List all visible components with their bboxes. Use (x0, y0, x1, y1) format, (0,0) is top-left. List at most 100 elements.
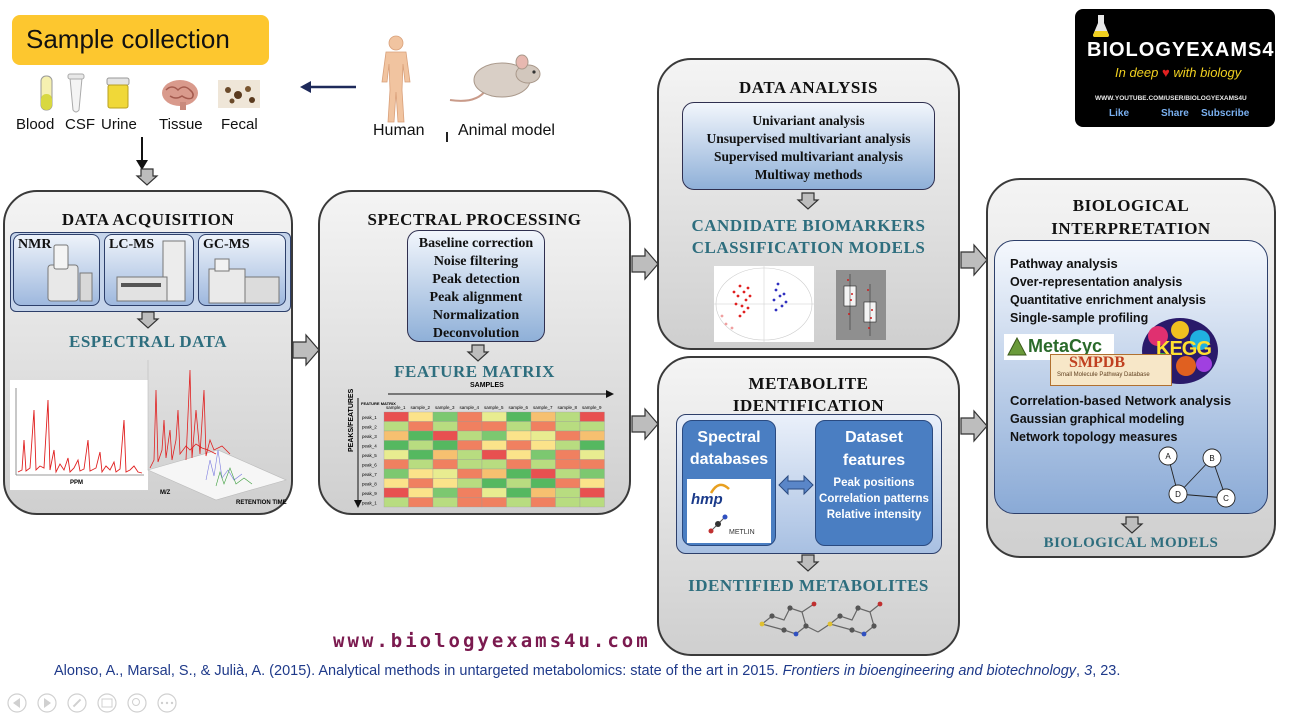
instrument-lcms: LC-MS (104, 234, 194, 306)
matrix-column-header: sample_2 (411, 405, 431, 410)
matrix-cell (408, 430, 434, 441)
spectral-databases-label-1: Spectral (697, 429, 761, 446)
source-animal-model: Animal model (458, 122, 555, 139)
matrix-cell (555, 411, 581, 422)
matrix-cell (555, 497, 581, 508)
brand-share[interactable]: Share (1161, 108, 1189, 119)
ppm-axis-label: PPM (70, 480, 84, 486)
matrix-cell (579, 421, 605, 432)
matrix-cell (383, 421, 409, 432)
feature-correlation-patterns: Correlation patterns (819, 493, 929, 505)
slides-view-button (97, 693, 117, 713)
matrix-cell (579, 411, 605, 422)
processing-steps-box: Baseline correction Noise filtering Peak… (407, 230, 545, 342)
pen-tool-button (67, 693, 87, 713)
matrix-cell (408, 478, 434, 489)
biological-interpretation-title-2: INTERPRETATION (1051, 219, 1211, 238)
matrix-cell (530, 478, 556, 489)
matrix-cell (457, 440, 483, 451)
data-acquisition-title: DATA ACQUISITION (61, 210, 235, 229)
website-url[interactable]: www.biologyexams4u.com (333, 630, 651, 652)
matrix-cell (579, 478, 605, 489)
matrix-column-header: sample_6 (509, 405, 529, 410)
matrix-cell (506, 497, 532, 508)
feature-matrix-samples-label: SAMPLES (470, 382, 504, 389)
brand-subscribe[interactable]: Subscribe (1201, 108, 1250, 119)
spectral-databases-label-2: databases (689, 451, 769, 468)
more-options-button (157, 693, 177, 713)
human-figure-icon (381, 35, 411, 123)
brand-like[interactable]: Like (1109, 108, 1130, 119)
matrix-cell (383, 440, 409, 451)
block-arrow-right-icon (292, 333, 320, 367)
matrix-cell (579, 430, 605, 441)
dataset-features-label-2: features (842, 452, 906, 469)
matrix-row-header: peak_8 (362, 482, 377, 487)
flask-icon (1093, 15, 1109, 37)
down-arrow-icon (136, 160, 148, 170)
matrix-cell (481, 459, 507, 470)
matrix-cell (506, 478, 532, 489)
node-b-label: B (1209, 454, 1214, 463)
step-deconvolution: Deconvolution (432, 326, 520, 341)
matrix-cell (383, 459, 409, 470)
matrix-column-header: sample_9 (582, 405, 602, 410)
matrix-row-header: peak_3 (362, 434, 377, 439)
matrix-cell (506, 487, 532, 498)
brand-tagline-2: with biology (1173, 65, 1242, 80)
citation-journal: Frontiers in bioengineering and biotechn… (782, 663, 1077, 679)
matrix-column-header: sample_1 (386, 405, 406, 410)
matrix-cell (579, 440, 605, 451)
matrix-cell (457, 459, 483, 470)
instrument-gcms-label: GC-MS (203, 237, 250, 252)
matrix-row-header: peak_1 (362, 415, 377, 420)
double-arrow-icon (778, 474, 814, 496)
matrix-cell (530, 468, 556, 479)
csf-tube-icon (67, 73, 85, 113)
matrix-cell (530, 449, 556, 460)
boxplot-chart (836, 270, 886, 340)
node-c (1216, 488, 1236, 508)
matrix-cell (530, 487, 556, 498)
brand-url: WWW.YOUTUBE.COM/USER/BIOLOGYEXAMS4U (1095, 95, 1247, 102)
nmr-machine-icon (47, 244, 93, 302)
method-supervised: Supervised multivariant analysis (713, 149, 904, 164)
block-arrow-down-icon (135, 168, 159, 186)
matrix-cell (432, 430, 458, 441)
citation-sep: , (1076, 663, 1085, 679)
gcms-machine-icon (208, 258, 280, 304)
matrix-cell (383, 478, 409, 489)
network-analysis-header: Correlation-based Network analysis (1010, 393, 1232, 408)
fecal-sample-icon (218, 80, 260, 108)
classification-models-label: CLASSIFICATION MODELS (691, 238, 926, 257)
brand-name: BIOLOGYEXAMS4U (1087, 39, 1290, 61)
matrix-cell (530, 411, 556, 422)
matrix-row-header: peak_9 (362, 491, 377, 496)
pathway-analysis-header: Pathway analysis (1010, 256, 1118, 271)
sample-type-csf: CSF (65, 116, 95, 133)
method-multiway: Multiway methods (754, 167, 863, 182)
block-arrow-down-icon (1120, 516, 1144, 534)
matrix-cell (506, 411, 532, 422)
sample-type-fecal: Fecal (221, 116, 258, 133)
matrix-cell (530, 497, 556, 508)
data-analysis-title: DATA ANALYSIS (739, 78, 878, 97)
brand-logo[interactable]: BIOLOGYEXAMS4U In deep ♥ with biology WW… (1075, 9, 1289, 127)
smpdb-logo-text: SMPDB (1069, 354, 1125, 371)
matrix-cell (481, 440, 507, 451)
heart-icon: ♥ (1162, 65, 1170, 80)
features-arrow-icon (354, 398, 362, 508)
instrument-nmr-label: NMR (18, 237, 52, 252)
node-a-label: A (1165, 452, 1171, 461)
step-peak-alignment: Peak alignment (429, 290, 523, 305)
matrix-row-header: peak_1 (362, 501, 377, 506)
block-arrow-right-icon (960, 243, 988, 277)
hmp-swoosh-icon (709, 483, 730, 494)
lcms-3d-plot: M/Z RETENTION TIME (146, 350, 288, 510)
matrix-cell (408, 468, 434, 479)
analysis-methods-box: Univariant analysis Unsupervised multiva… (682, 102, 935, 190)
matrix-cell (481, 449, 507, 460)
sample-type-tissue: Tissue (159, 116, 203, 133)
matrix-cell (555, 421, 581, 432)
